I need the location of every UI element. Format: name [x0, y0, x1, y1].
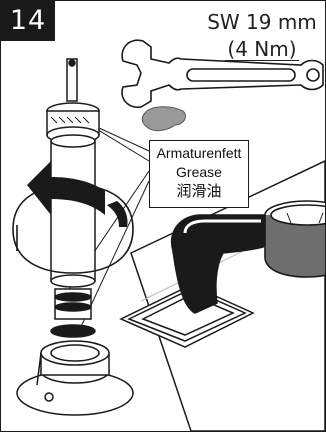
tool-spec: SW 19 mm (4 Nm) [197, 10, 325, 61]
grease-label-en: Grease [176, 164, 222, 180]
grease-callout: Armaturenfett Grease 润滑油 [149, 140, 249, 208]
wrench-icon [121, 39, 324, 108]
torque-label: (4 Nm) [225, 37, 299, 61]
grease-label-de: Armaturenfett [156, 145, 242, 161]
mixer-body [119, 214, 281, 348]
mounting-base [16, 340, 134, 416]
rotation-arrow-icon [27, 161, 105, 215]
step-number-badge: 14 [1, 1, 55, 41]
cartridge [46, 58, 100, 338]
grease-label-zh: 润滑油 [176, 182, 222, 200]
grease-blob [141, 106, 186, 132]
wrench-size-label: SW 19 mm [207, 10, 317, 34]
cover-cap [264, 200, 325, 278]
